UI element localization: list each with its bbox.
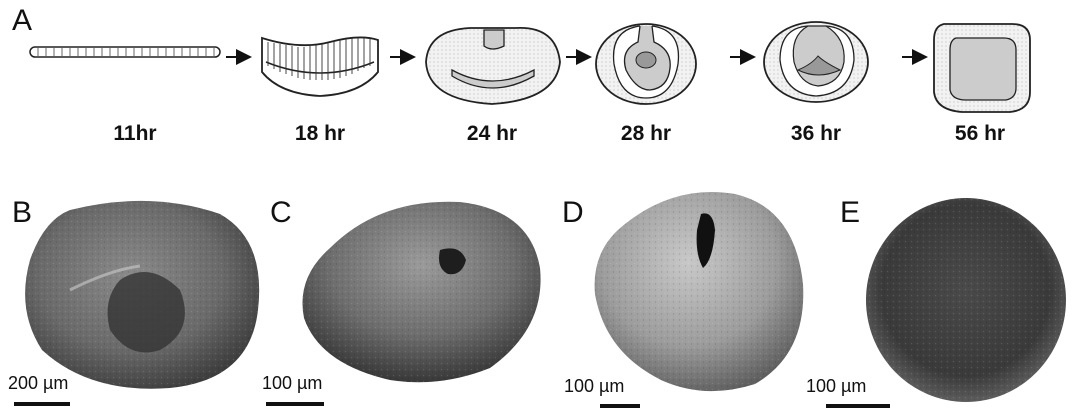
panel-b-scale-bar — [14, 402, 70, 406]
panel-e-micrograph — [862, 192, 1072, 407]
panel-b-scale-label: 200 µm — [8, 373, 68, 394]
panel-c-letter: C — [270, 198, 292, 228]
stage-36hr-drawing — [764, 22, 868, 102]
panel-d-micrograph — [585, 184, 815, 404]
stage-label-28hr: 28 hr — [586, 122, 706, 146]
stage-18hr-drawing — [262, 37, 378, 96]
stage-28hr-drawing — [596, 24, 696, 104]
stage-label-36hr: 36 hr — [756, 122, 876, 146]
panel-e-scale-bar — [826, 404, 890, 408]
stage-label-11hr: 11hr — [75, 122, 195, 146]
panel-e-letter: E — [840, 198, 860, 228]
panel-d-letter: D — [562, 198, 584, 228]
panel-c-scale-label: 100 µm — [262, 373, 322, 394]
panel-e-scale-label: 100 µm — [806, 376, 866, 397]
stage-24hr-drawing — [426, 28, 560, 104]
stage-11hr-drawing — [30, 47, 220, 57]
stage-56hr-drawing — [934, 24, 1030, 112]
panel-c-micrograph — [290, 188, 550, 388]
panel-d-scale-label: 100 µm — [564, 376, 624, 397]
stage-label-18hr: 18 hr — [260, 122, 380, 146]
stage-label-24hr: 24 hr — [432, 122, 552, 146]
panel-c-scale-bar — [266, 402, 324, 406]
stage-label-56hr: 56 hr — [920, 122, 1040, 146]
panel-d-scale-bar — [600, 404, 640, 408]
